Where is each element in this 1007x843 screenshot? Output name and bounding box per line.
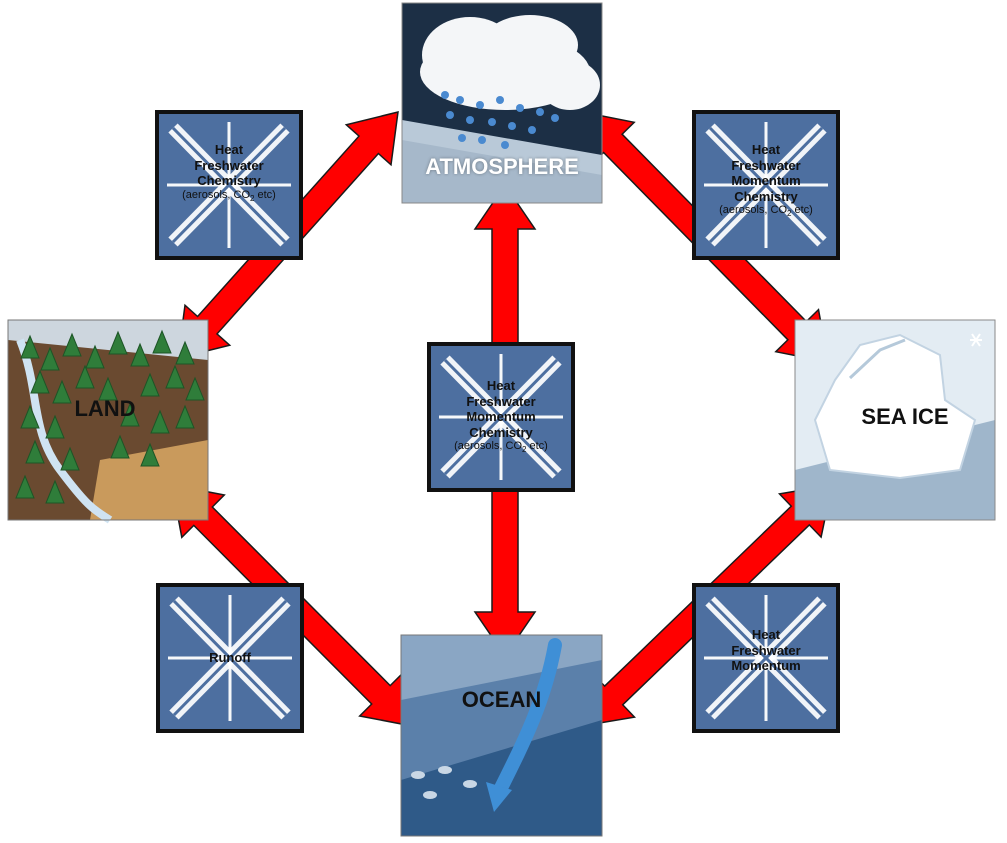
exchange-text: Heat Freshwater Momentum Chemistry (aero… [696, 142, 836, 219]
exchange-line: Chemistry [469, 424, 533, 440]
exchange-line: Chemistry [734, 188, 798, 204]
exchange-box-atmosphere-ocean: Heat Freshwater Momentum Chemistry (aero… [427, 342, 575, 492]
exchange-line: Heat [214, 142, 244, 157]
exchange-box-land-ocean: Runoff [156, 583, 304, 733]
exchange-text: Heat Freshwater Momentum Chemistry (aero… [431, 378, 571, 455]
star-icon [168, 595, 292, 721]
exchange-line: Freshwater [731, 642, 801, 658]
star-icon [704, 122, 828, 248]
star-icon [704, 595, 828, 721]
ocean-label: OCEAN [461, 687, 542, 712]
atmosphere-label: ATMOSPHERE [425, 154, 579, 179]
exchange-box-atmosphere-land: Heat Freshwater Chemistry (aerosols, CO2… [155, 110, 303, 260]
exchange-line: Heat [751, 142, 781, 157]
star-icon [167, 122, 291, 248]
exchange-box-atmosphere-sea-ice: Heat Freshwater Momentum Chemistry (aero… [692, 110, 840, 260]
exchange-line: Runoff [209, 650, 251, 665]
exchange-note: (aerosols, CO2 etc) [182, 188, 276, 203]
exchange-text: Heat Freshwater Chemistry (aerosols, CO2… [159, 142, 299, 204]
exchange-note: (aerosols, CO2 etc) [719, 204, 813, 219]
exchange-box-sea-ice-ocean: Heat Freshwater Momentum [692, 583, 840, 733]
exchange-line: Momentum [731, 173, 801, 189]
exchange-text: Heat Freshwater Momentum [696, 627, 836, 674]
exchange-line: Freshwater [731, 157, 801, 173]
exchange-line: Chemistry [197, 173, 261, 189]
exchange-line: Heat [486, 378, 516, 393]
exchange-line: Momentum [731, 658, 801, 674]
exchange-text: Runoff [160, 650, 300, 666]
exchange-line: Momentum [466, 409, 536, 425]
exchange-line: Heat [751, 627, 781, 642]
exchange-note: (aerosols, CO2 etc) [454, 440, 548, 455]
sea-ice-label: SEA ICE [861, 404, 949, 429]
land-label: LAND [74, 396, 136, 421]
exchange-line: Freshwater [466, 393, 536, 409]
star-icon [439, 354, 563, 480]
exchange-line: Freshwater [194, 157, 264, 173]
